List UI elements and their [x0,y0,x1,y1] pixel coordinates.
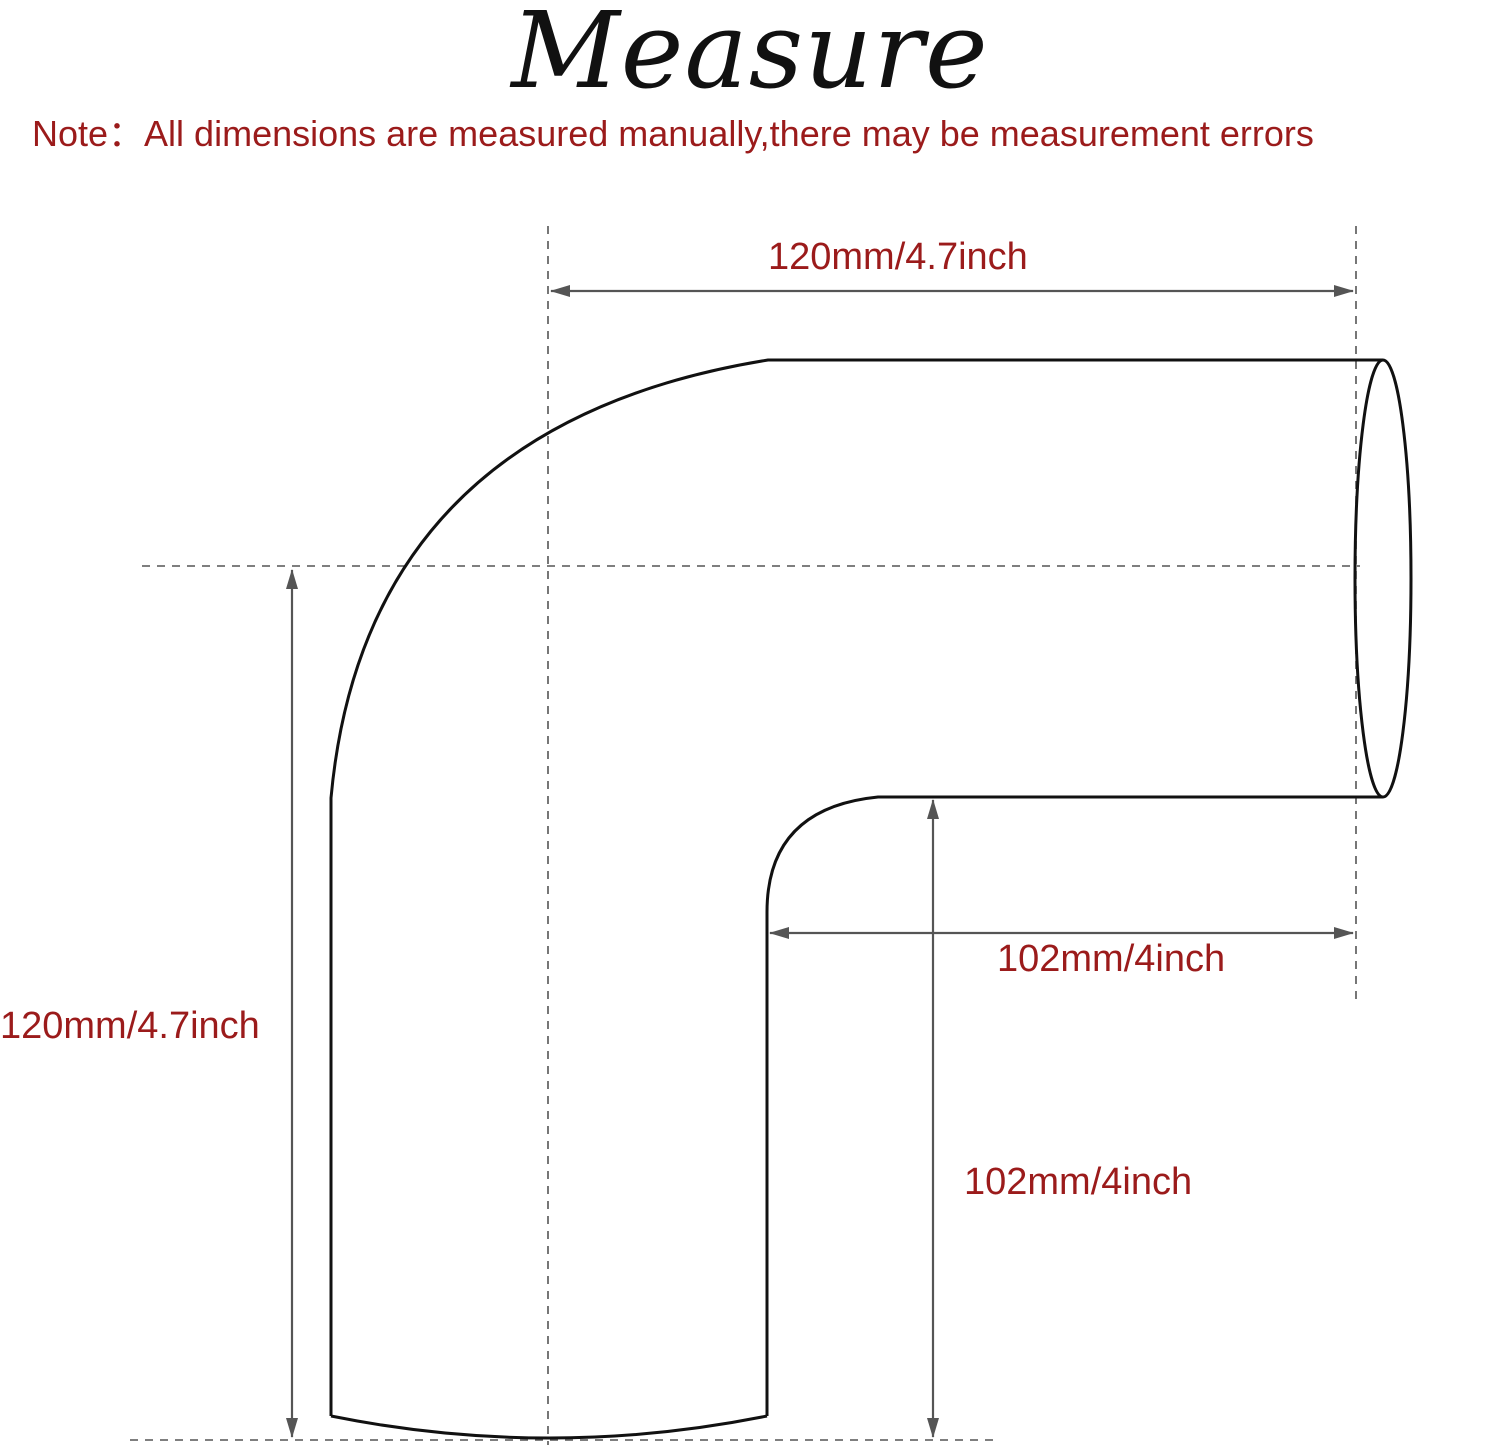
inner-width-label: 102mm/4inch [997,938,1226,980]
note-text: All dimensions are measured manually,the… [144,113,1314,154]
reference-lines [130,226,1360,1445]
measurement-note: Note：All dimensions are measured manuall… [32,116,1314,152]
left-height-label: 120mm/4.7inch [0,1005,260,1047]
inner-height-label: 102mm/4inch [964,1161,1193,1203]
dimension-arrows [286,285,1354,1438]
diagram-title: Measure [511,0,989,112]
bottom-opening-curve [330,1414,768,1440]
top-width-label: 120mm/4.7inch [768,236,1028,278]
elbow-pipe [329,358,1413,1440]
note-prefix: Note： [32,113,145,154]
outer-bend-outline [329,358,1383,1416]
inner-bend-outline [765,795,1383,1416]
right-opening-ellipse [1353,358,1413,799]
